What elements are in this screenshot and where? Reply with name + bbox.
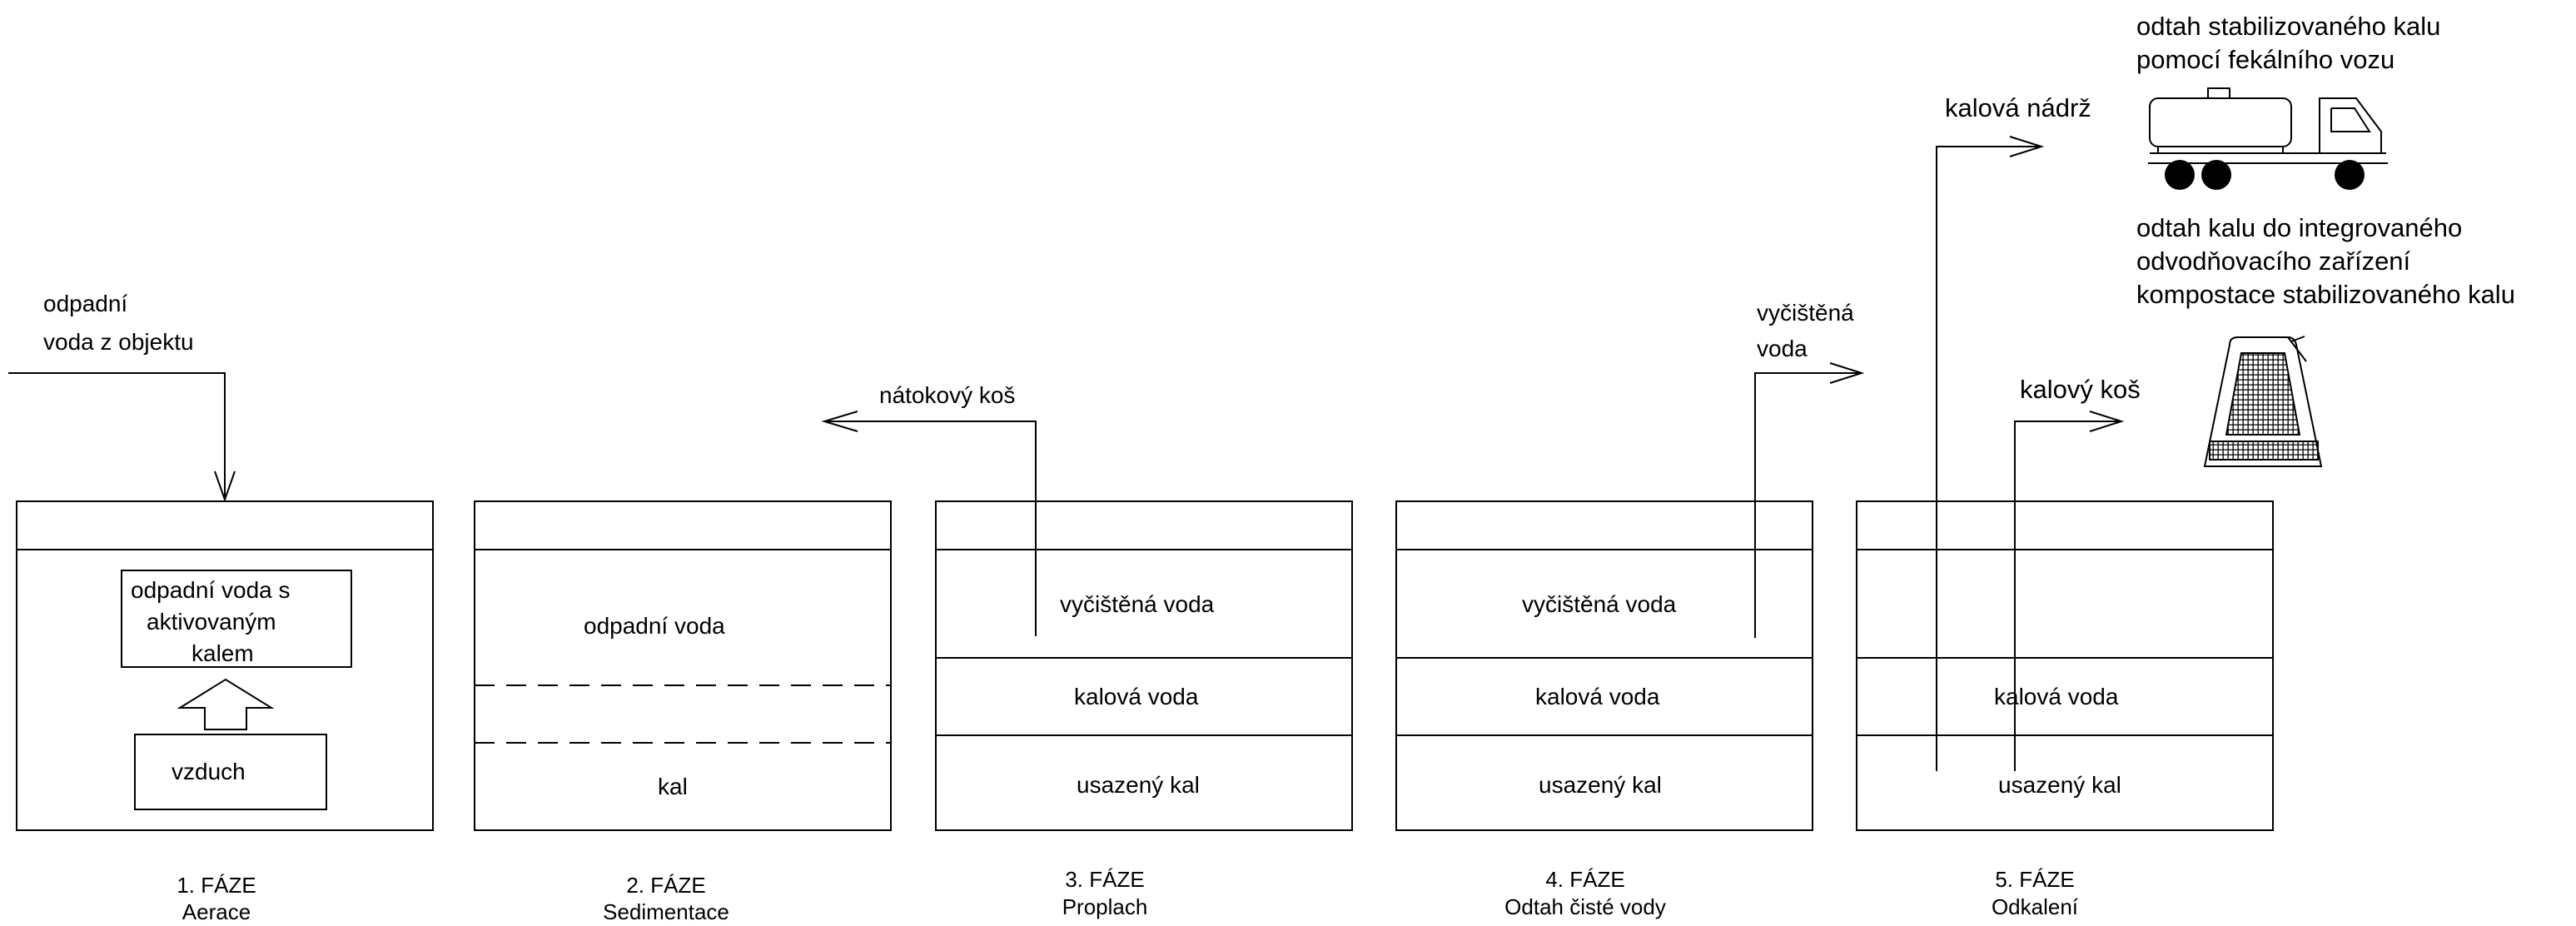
phase-1-name: Aerace <box>182 899 251 924</box>
inflow-label-line2: voda z objektu <box>43 329 194 355</box>
inlet-basket-arrow <box>821 411 1037 636</box>
compost-desc-line1: odtah kalu do integrovaného <box>2136 213 2462 242</box>
activated-sludge-line1: odpadní voda s <box>131 577 291 603</box>
activated-sludge-line3: kalem <box>191 640 254 666</box>
tank-3-flushing <box>935 500 1353 831</box>
tank-4-sludge-water-label: kalová voda <box>1535 684 1660 709</box>
sludge-basket-arrow <box>2014 411 2125 771</box>
phase-5-name: Odkalení <box>1992 894 2079 919</box>
phase-2-name: Sedimentace <box>603 899 729 924</box>
compost-desc-line2: odvodňovacího zařízení <box>2136 246 2411 276</box>
inflow-arrow <box>8 372 236 503</box>
tank-4-settled-label: usazený kal <box>1539 772 1662 798</box>
phase-3-number: 3. FÁZE <box>1065 867 1144 892</box>
tank-1-aeration <box>16 500 434 831</box>
tank-5-desludging <box>1856 500 2274 831</box>
septic-truck-icon <box>2148 87 2388 190</box>
phase-4-name: Odtah čisté vody <box>1504 894 1666 919</box>
tank-3-settled-label: usazený kal <box>1077 772 1200 798</box>
inflow-label-line1: odpadní <box>43 291 127 316</box>
activated-sludge-line2: aktivovaným <box>147 609 276 635</box>
clean-water-label-line1: vyčištěná <box>1757 300 1854 326</box>
phase-3-name: Proplach <box>1062 894 1148 919</box>
phase-5-number: 5. FÁZE <box>1995 867 2074 892</box>
truck-desc-line1: odtah stabilizovaného kalu <box>2136 12 2440 41</box>
sludge-tank-label: kalová nádrž <box>1945 93 2091 122</box>
tank-2-water-label: odpadní voda <box>584 613 725 639</box>
sludge-tank-arrow <box>1936 136 2045 771</box>
air-label: vzduch <box>172 759 246 784</box>
tank-3-clean-label: vyčištěná voda <box>1060 591 1215 617</box>
phase-1-number: 1. FÁZE <box>177 873 256 898</box>
air-box <box>134 734 327 810</box>
tank-5-settled-label: usazený kal <box>1998 772 2121 798</box>
clean-water-arrow <box>1754 362 1865 638</box>
activated-sludge-box <box>121 570 352 668</box>
compost-desc-line3: kompostace stabilizovaného kalu <box>2136 280 2515 309</box>
tank-2-sedimentation <box>474 500 892 831</box>
tank-5-sludge-water-label: kalová voda <box>1994 684 2119 709</box>
sludge-basket-label: kalový koš <box>2020 375 2141 404</box>
tank-4-clean-label: vyčištěná voda <box>1522 591 1677 617</box>
tank-3-sludge-water-label: kalová voda <box>1074 684 1199 709</box>
air-up-arrow-icon <box>177 678 275 730</box>
tank-2-sludge-label: kal <box>658 774 688 799</box>
dewatering-container-icon <box>2203 336 2323 467</box>
truck-desc-line2: pomocí fekálního vozu <box>2136 45 2394 74</box>
tank-4-clean-water-draw <box>1395 500 1813 831</box>
phase-2-number: 2. FÁZE <box>626 873 705 898</box>
inlet-basket-label: nátokový koš <box>879 382 1015 408</box>
clean-water-label-line2: voda <box>1757 336 1808 361</box>
phase-4-number: 4. FÁZE <box>1545 867 1624 892</box>
